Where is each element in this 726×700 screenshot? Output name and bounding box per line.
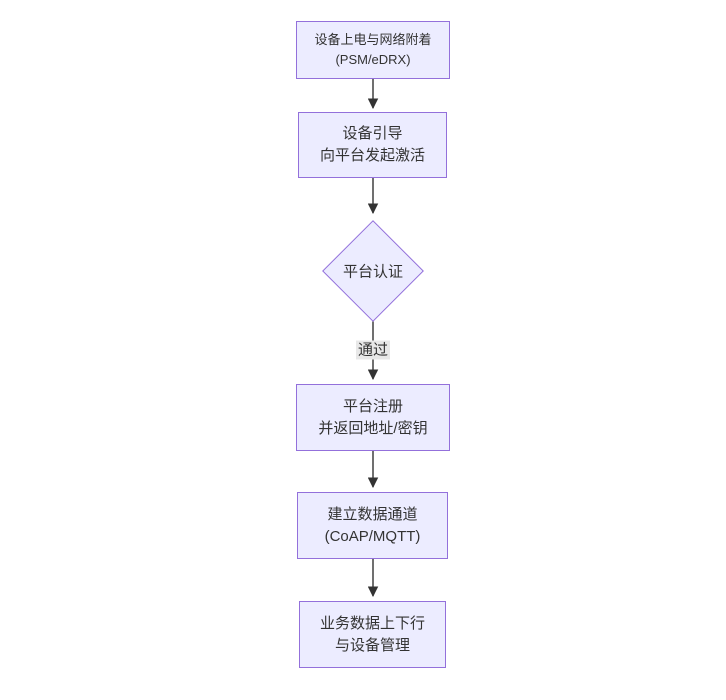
node-text-line: 与设备管理	[334, 636, 410, 654]
node-text-line: 建立数据通道	[327, 505, 418, 523]
flow-node-bootstrap: 设备引导 向平台发起激活	[298, 112, 447, 178]
decision-label: 平台认证	[342, 263, 404, 281]
node-text-line: 并返回地址/密钥	[318, 419, 428, 437]
node-text-line: 业务数据上下行	[319, 614, 425, 632]
node-text-line: 设备上电与网络附着	[314, 32, 432, 47]
flow-node-data-channel: 建立数据通道 (CoAP/MQTT)	[297, 492, 448, 559]
node-text-line: 向平台发起激活	[319, 147, 425, 164]
flow-node-register: 平台注册 并返回地址/密钥	[296, 384, 450, 451]
flow-node-power-attach: 设备上电与网络附着 (PSM/eDRX)	[296, 21, 450, 79]
edge-label-pass: 通过	[355, 340, 391, 360]
node-text-line: (CoAP/MQTT)	[324, 527, 421, 545]
node-text-line: 设备引导	[342, 125, 403, 142]
flow-node-business-data: 业务数据上下行 与设备管理	[299, 601, 446, 668]
node-text-line: 平台注册	[342, 397, 403, 415]
node-text-line: (PSM/eDRX)	[335, 52, 411, 67]
